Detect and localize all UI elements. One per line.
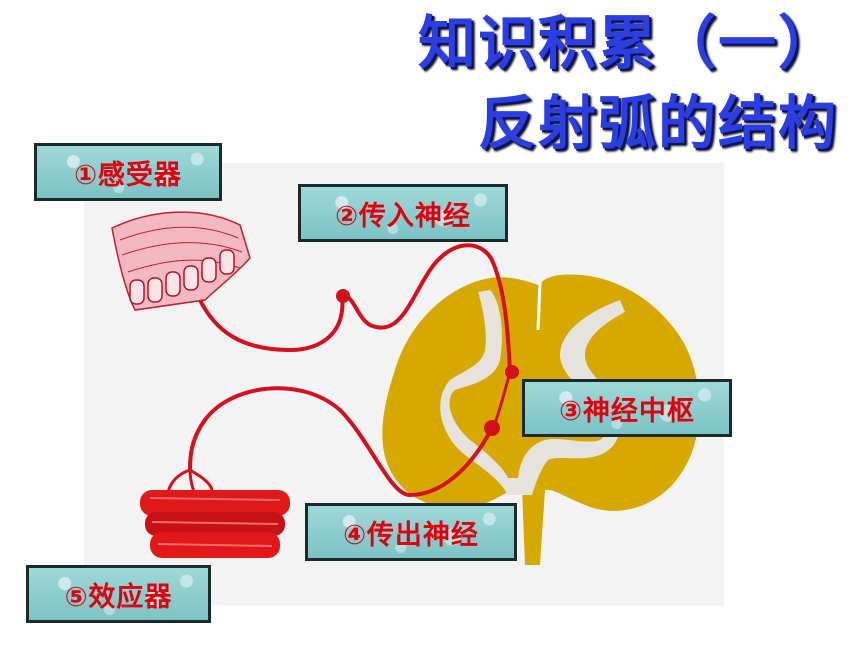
label-receptor: ①感受器 [34,143,222,201]
label-receptor-text: ①感受器 [74,159,182,191]
title-line-2: 反射弧的结构 [477,89,838,157]
label-afferent-nerve: ②传入神经 [298,184,508,242]
afferent-nerve-fiber [198,243,512,373]
receptor-tissue [111,211,251,311]
label-efferent-nerve-text: ④传出神经 [343,519,479,551]
spinal-cord-gray-matter [440,290,625,495]
label-effector-text: ⑤效应器 [64,581,173,613]
label-afferent-nerve-text: ②传入神经 [335,200,471,232]
label-efferent-nerve: ④传出神经 [305,503,517,561]
label-effector: ⑤效应器 [26,565,211,623]
label-nerve-center: ③神经中枢 [522,379,732,437]
spinal-cord-fissure [536,281,542,331]
efferent-nerve-fiber [188,386,494,498]
afferent-ganglion [336,289,350,303]
motor-endplate [166,468,214,493]
effector-muscle [140,490,290,558]
title-line-1: 知识积累（一） [417,9,838,77]
label-nerve-center-text: ③神经中枢 [559,395,695,427]
